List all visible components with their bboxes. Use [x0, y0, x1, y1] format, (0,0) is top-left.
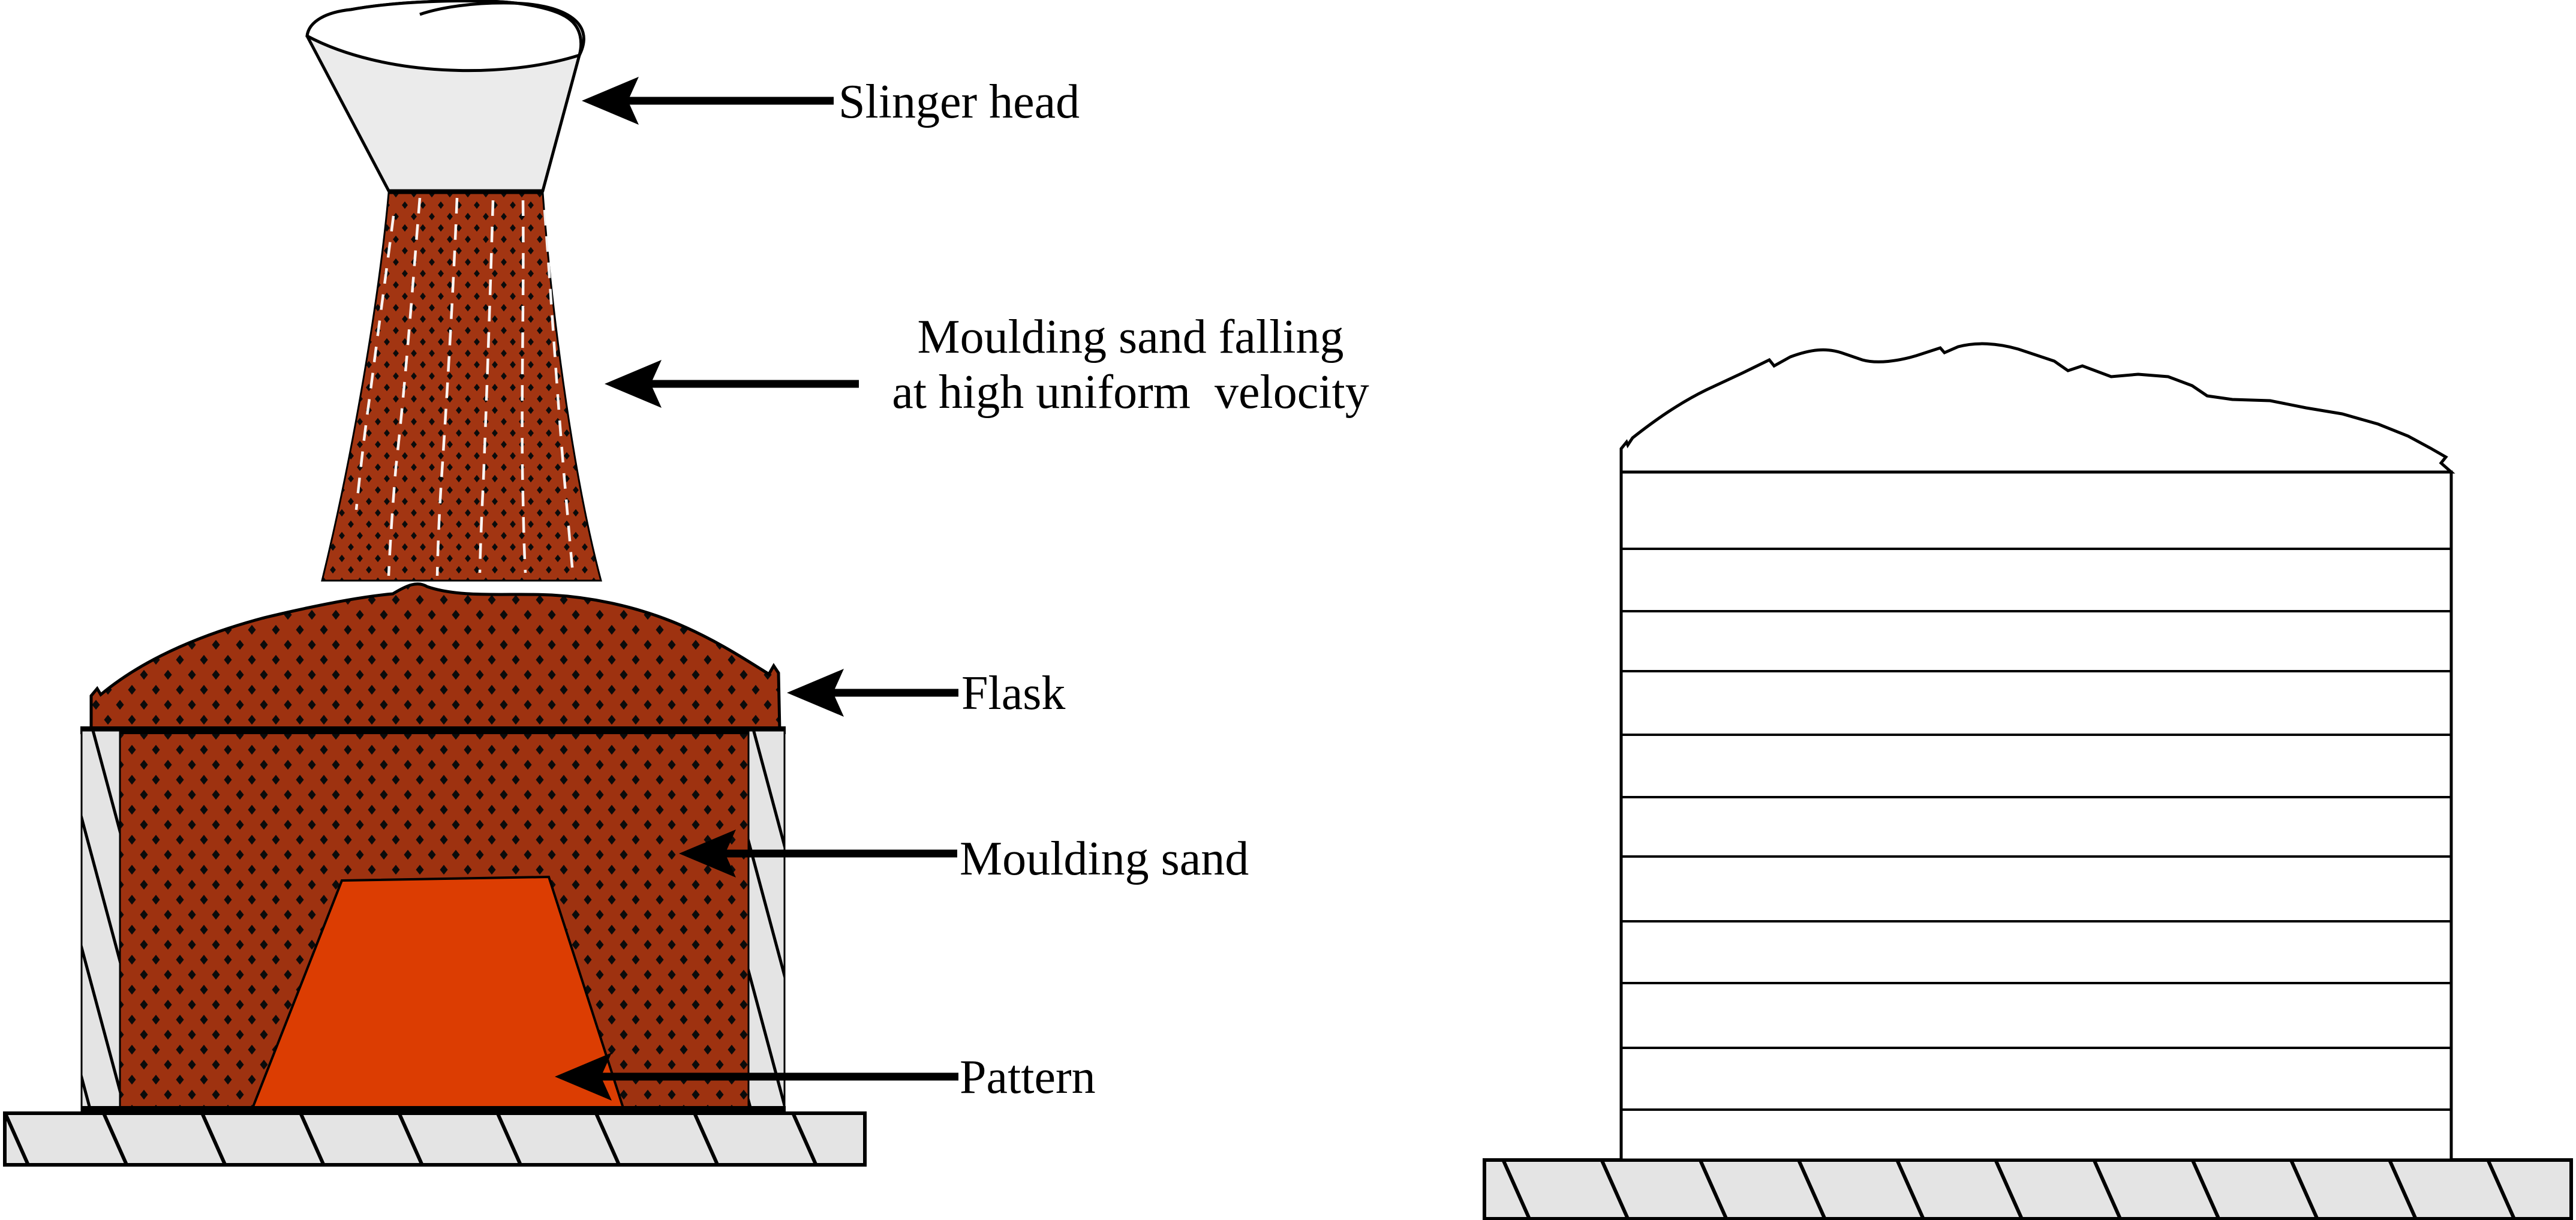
flask-wall-left — [80, 729, 121, 1114]
falling-sand-stream — [321, 192, 602, 582]
callout-falling-sand: Moulding sand falling at high uniform ve… — [605, 311, 1369, 419]
callout-flask: Flask — [787, 667, 1065, 720]
layered-mould — [1483, 342, 2573, 1220]
callout-pattern: Pattern — [555, 1051, 1096, 1104]
mould-block — [1619, 470, 2453, 1162]
flask-wall-right — [747, 729, 786, 1114]
falling-sand-label-line2: at high uniform velocity — [892, 366, 1369, 419]
slinger-head-opening — [305, 0, 583, 73]
stream-speed-lines — [354, 197, 575, 576]
stream-shape — [321, 192, 602, 582]
base-plate-right — [1483, 1158, 2573, 1220]
flask-arrowhead — [787, 669, 844, 717]
callout-slinger-head: Slinger head — [582, 76, 1080, 128]
moulding-sand-arrowhead — [679, 830, 736, 878]
falling-sand-label-line1: Moulding sand falling — [917, 311, 1343, 363]
flask-top-line — [80, 726, 786, 734]
moulding-sand-label: Moulding sand — [960, 833, 1249, 885]
sand-heap — [89, 582, 781, 732]
falling-sand-arrowhead — [605, 360, 662, 408]
slinger-head — [305, 0, 585, 193]
base-plate-left — [3, 1111, 867, 1167]
slinger-head-rim-curl — [419, 1, 585, 56]
mould-layer-lines — [1621, 548, 2451, 1111]
slinger-head-label: Slinger head — [838, 76, 1080, 128]
pattern-label: Pattern — [960, 1051, 1096, 1104]
mould-top-surface — [1619, 342, 2455, 474]
slinger-head-arrowhead — [582, 77, 639, 125]
pattern-arrowhead — [555, 1053, 612, 1101]
flask-label: Flask — [961, 667, 1065, 720]
callout-moulding-sand: Moulding sand — [679, 830, 1249, 885]
